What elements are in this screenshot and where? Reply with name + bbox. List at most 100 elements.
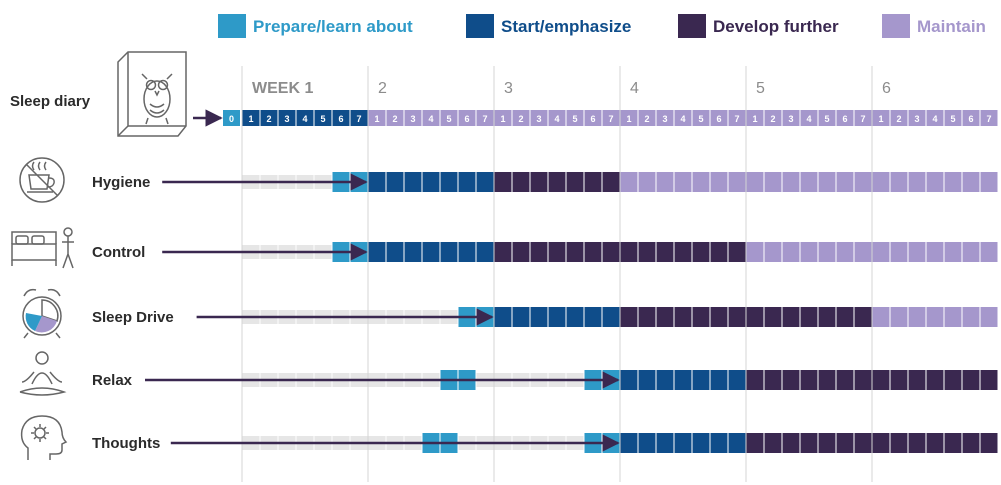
timeline-cell [656, 307, 674, 327]
timeline-cell [710, 307, 728, 327]
timeline-cell [836, 242, 854, 262]
legend-swatch-prepare [218, 14, 246, 38]
day-cell [890, 110, 908, 126]
row-label: Relax [92, 372, 133, 389]
row-hygiene: Hygiene [92, 172, 998, 192]
day-number: 4 [428, 114, 433, 124]
day-number: 3 [410, 114, 415, 124]
day-cell [656, 110, 674, 126]
timeline-cell [530, 242, 548, 262]
timeline-cell [836, 172, 854, 192]
row-label: Control [92, 244, 145, 261]
legend-label-prepare: Prepare/learn about [253, 17, 413, 36]
week-label: 3 [504, 80, 513, 97]
timeline-cell [800, 433, 818, 453]
timeline-cell [602, 172, 620, 192]
timeline-cell [728, 242, 746, 262]
timeline-cell [980, 307, 998, 327]
day-number: 6 [338, 114, 343, 124]
day-number: 4 [806, 114, 811, 124]
timeline-cell [890, 307, 908, 327]
timeline-cell [872, 242, 890, 262]
day-cell [350, 110, 368, 126]
timeline-cell [764, 307, 782, 327]
day-number: 6 [968, 114, 973, 124]
day-cell [512, 110, 530, 126]
timeline-cell [962, 242, 980, 262]
day-cell [566, 110, 584, 126]
timeline-cell [818, 172, 836, 192]
day-number: 6 [716, 114, 721, 124]
timeline-cell [854, 433, 872, 453]
row-label: Hygiene [92, 174, 150, 191]
timeline-cell [620, 242, 638, 262]
day-cell [908, 110, 926, 126]
day-cell [494, 110, 512, 126]
day-cell [620, 110, 638, 126]
day-cell [440, 110, 458, 126]
day-cell [314, 110, 332, 126]
timeline-cell [782, 307, 800, 327]
timeline-cell [512, 307, 530, 327]
timeline-cell [656, 433, 674, 453]
day-number: 2 [770, 114, 775, 124]
day-cell-start [223, 110, 240, 126]
timeline-cell [872, 307, 890, 327]
alarm-clock-icon [22, 288, 62, 339]
timeline-cell [530, 307, 548, 327]
day-number: 5 [950, 114, 955, 124]
timeline-cell [962, 370, 980, 390]
timeline-cell [458, 172, 476, 192]
timeline-cell [746, 370, 764, 390]
day-cell [854, 110, 872, 126]
timeline-cell [890, 433, 908, 453]
legend-swatch-start [466, 14, 494, 38]
day-cell [332, 110, 350, 126]
row-relax: Relax [92, 370, 998, 390]
timeline-cell [584, 307, 602, 327]
timeline-cell [638, 242, 656, 262]
day-number: 5 [320, 114, 325, 124]
meditation-icon [19, 351, 67, 396]
timeline-cell [818, 307, 836, 327]
timeline-cell [962, 433, 980, 453]
week-label: 2 [378, 80, 387, 97]
day-number: 7 [860, 114, 865, 124]
timeline-cell [674, 370, 692, 390]
week-label: WEEK 1 [252, 80, 313, 97]
timeline-cell [764, 172, 782, 192]
timeline-cell [800, 307, 818, 327]
timeline-cell [512, 242, 530, 262]
timeline-cell [890, 242, 908, 262]
day-number: 7 [356, 114, 361, 124]
timeline-cell [926, 433, 944, 453]
timeline-cell [908, 172, 926, 192]
day-number: 1 [374, 114, 379, 124]
timeline-cell [656, 370, 674, 390]
day-number: 7 [986, 114, 991, 124]
timeline-cell [602, 307, 620, 327]
row-label: Sleep Drive [92, 309, 174, 326]
timeline-cell [836, 307, 854, 327]
timeline-cell [980, 370, 998, 390]
timeline-cell [620, 370, 638, 390]
timeline-cell [908, 433, 926, 453]
day-cell [476, 110, 494, 126]
timeline-cell [674, 242, 692, 262]
timeline-cell [962, 307, 980, 327]
day-cell [836, 110, 854, 126]
row-thoughts: Thoughts [92, 433, 998, 453]
timeline-cell [746, 242, 764, 262]
day-number: 2 [392, 114, 397, 124]
day-cell [782, 110, 800, 126]
legend: Prepare/learn about Start/emphasize Deve… [218, 14, 986, 38]
timeline-cell [710, 172, 728, 192]
day-number: 5 [572, 114, 577, 124]
timeline-cell [782, 370, 800, 390]
timeline-cell [422, 242, 440, 262]
day-number: 1 [752, 114, 757, 124]
day-cell [386, 110, 404, 126]
timeline-cell [746, 433, 764, 453]
day-number: 7 [482, 114, 487, 124]
